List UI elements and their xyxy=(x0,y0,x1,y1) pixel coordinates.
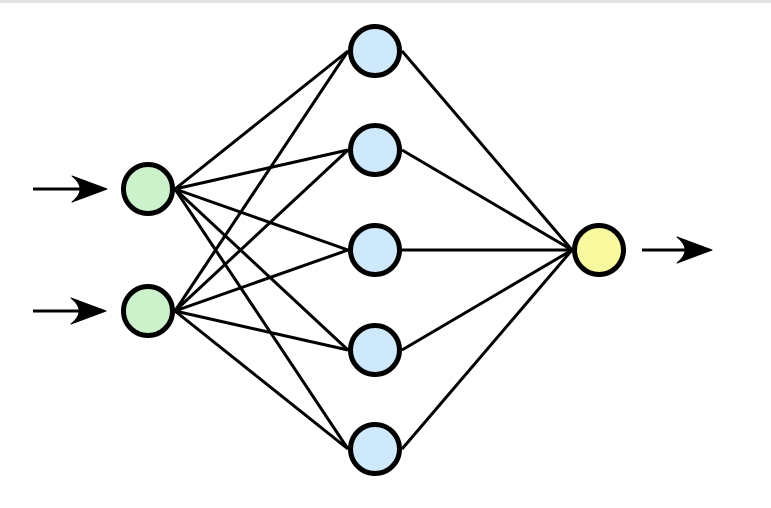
hidden-node-3 xyxy=(348,223,402,277)
connection-hidden2-output1 xyxy=(401,148,573,252)
input-arrow-2 xyxy=(33,297,107,325)
connection-input2-hidden5 xyxy=(174,309,349,451)
output-arrow xyxy=(642,236,713,264)
output-node-1 xyxy=(572,223,626,277)
connection-input1-hidden5 xyxy=(173,188,350,450)
connection-input2-hidden2 xyxy=(173,148,350,313)
hidden-node-4 xyxy=(348,323,402,377)
connection-input1-hidden3 xyxy=(174,187,349,252)
input-arrow-2-head xyxy=(70,297,107,325)
connection-input2-hidden1 xyxy=(173,50,350,312)
window-top-border xyxy=(0,0,771,3)
hidden-node-5 xyxy=(348,422,402,476)
edges-group xyxy=(173,49,574,451)
connection-input1-hidden4 xyxy=(173,187,350,352)
input-node-1 xyxy=(121,162,175,216)
connection-hidden1-output1 xyxy=(400,50,574,251)
connection-input2-hidden4 xyxy=(174,309,349,352)
hidden-node-2 xyxy=(348,123,402,177)
input-arrow-1 xyxy=(33,175,108,203)
input-node-2 xyxy=(121,284,175,338)
connection-hidden5-output1 xyxy=(400,249,574,450)
connection-input1-hidden1 xyxy=(174,49,349,191)
hidden-node-1 xyxy=(348,24,402,78)
arrows-group xyxy=(33,175,713,325)
output-arrow-head xyxy=(676,236,713,264)
input-arrow-1-head xyxy=(71,175,108,203)
connection-input1-hidden2 xyxy=(174,148,349,191)
nodes-group xyxy=(121,24,626,476)
connection-hidden4-output1 xyxy=(401,248,573,352)
connection-input2-hidden3 xyxy=(174,248,349,313)
